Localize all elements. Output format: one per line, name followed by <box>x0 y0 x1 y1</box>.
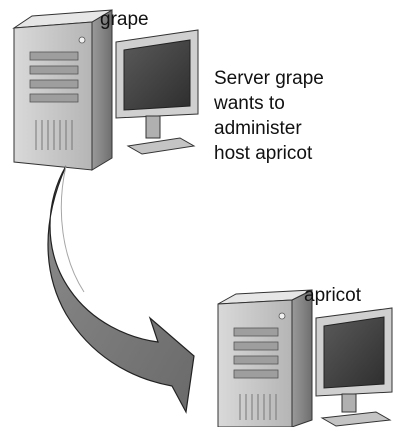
computer-icon <box>217 289 393 428</box>
curved-arrow-icon <box>47 165 195 414</box>
description-line: Server grape <box>214 68 324 89</box>
description-line: host apricot <box>214 143 313 164</box>
computer-icon <box>12 9 199 171</box>
description-text: Server grape wants to administer host ap… <box>214 66 324 166</box>
description-line: wants to <box>214 93 285 114</box>
host-label-grape: grape <box>100 9 149 30</box>
host-label-apricot: apricot <box>304 285 362 306</box>
description-line: administer <box>214 118 302 139</box>
